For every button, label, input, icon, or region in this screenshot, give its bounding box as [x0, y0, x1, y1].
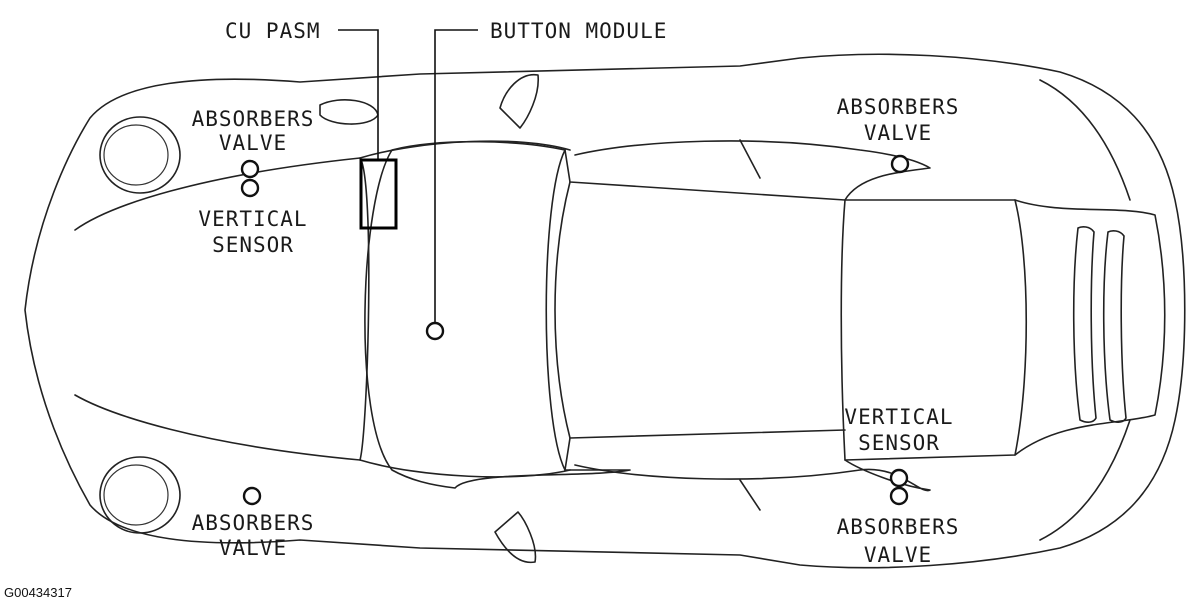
absorbers-valve-rl-line1: ABSORBERS: [192, 511, 315, 535]
absorbers-valve-rr-line1: ABSORBERS: [837, 515, 960, 539]
button-module-label: BUTTON MODULE: [490, 19, 667, 43]
component-markers: [240, 154, 910, 506]
absorbers-valve-fr-line1: ABSORBERS: [837, 95, 960, 119]
absorbers-valve-fr-line2: VALVE: [864, 121, 932, 145]
vertical-sensor-front-line2: SENSOR: [212, 233, 294, 257]
callout-labels: CU PASM BUTTON MODULE ABSORBERS VALVE VE…: [192, 19, 960, 567]
car-body-outline: [24, 53, 1186, 569]
cu-pasm-leader: [338, 29, 379, 160]
absorbers-valve-fl-line2: VALVE: [219, 131, 287, 155]
cu-pasm-control-unit: [359, 158, 398, 230]
absorbers-valve-rl-line2: VALVE: [219, 536, 287, 560]
leader-lines: [338, 29, 478, 322]
absorber-valve-front-right-marker: [890, 154, 910, 174]
button-module-marker: [425, 321, 445, 341]
vertical-sensor-rear-line2: SENSOR: [858, 431, 940, 455]
absorber-valve-rear-left-marker: [242, 486, 262, 506]
absorber-valve-front-left-marker: [240, 159, 260, 179]
vertical-sensor-rear-line1: VERTICAL: [844, 405, 953, 429]
absorbers-valve-rr-line2: VALVE: [864, 543, 932, 567]
button-module-leader: [434, 29, 478, 322]
cu-pasm-label: CU PASM: [225, 19, 321, 43]
figure-code: G00434317: [4, 585, 72, 600]
vertical-sensor-front-line1: VERTICAL: [198, 207, 307, 231]
vertical-sensor-front-marker: [240, 178, 260, 198]
vertical-sensor-rear-marker: [889, 468, 909, 488]
absorbers-valve-fl-line1: ABSORBERS: [192, 107, 315, 131]
absorber-valve-rear-right-marker: [889, 486, 909, 506]
